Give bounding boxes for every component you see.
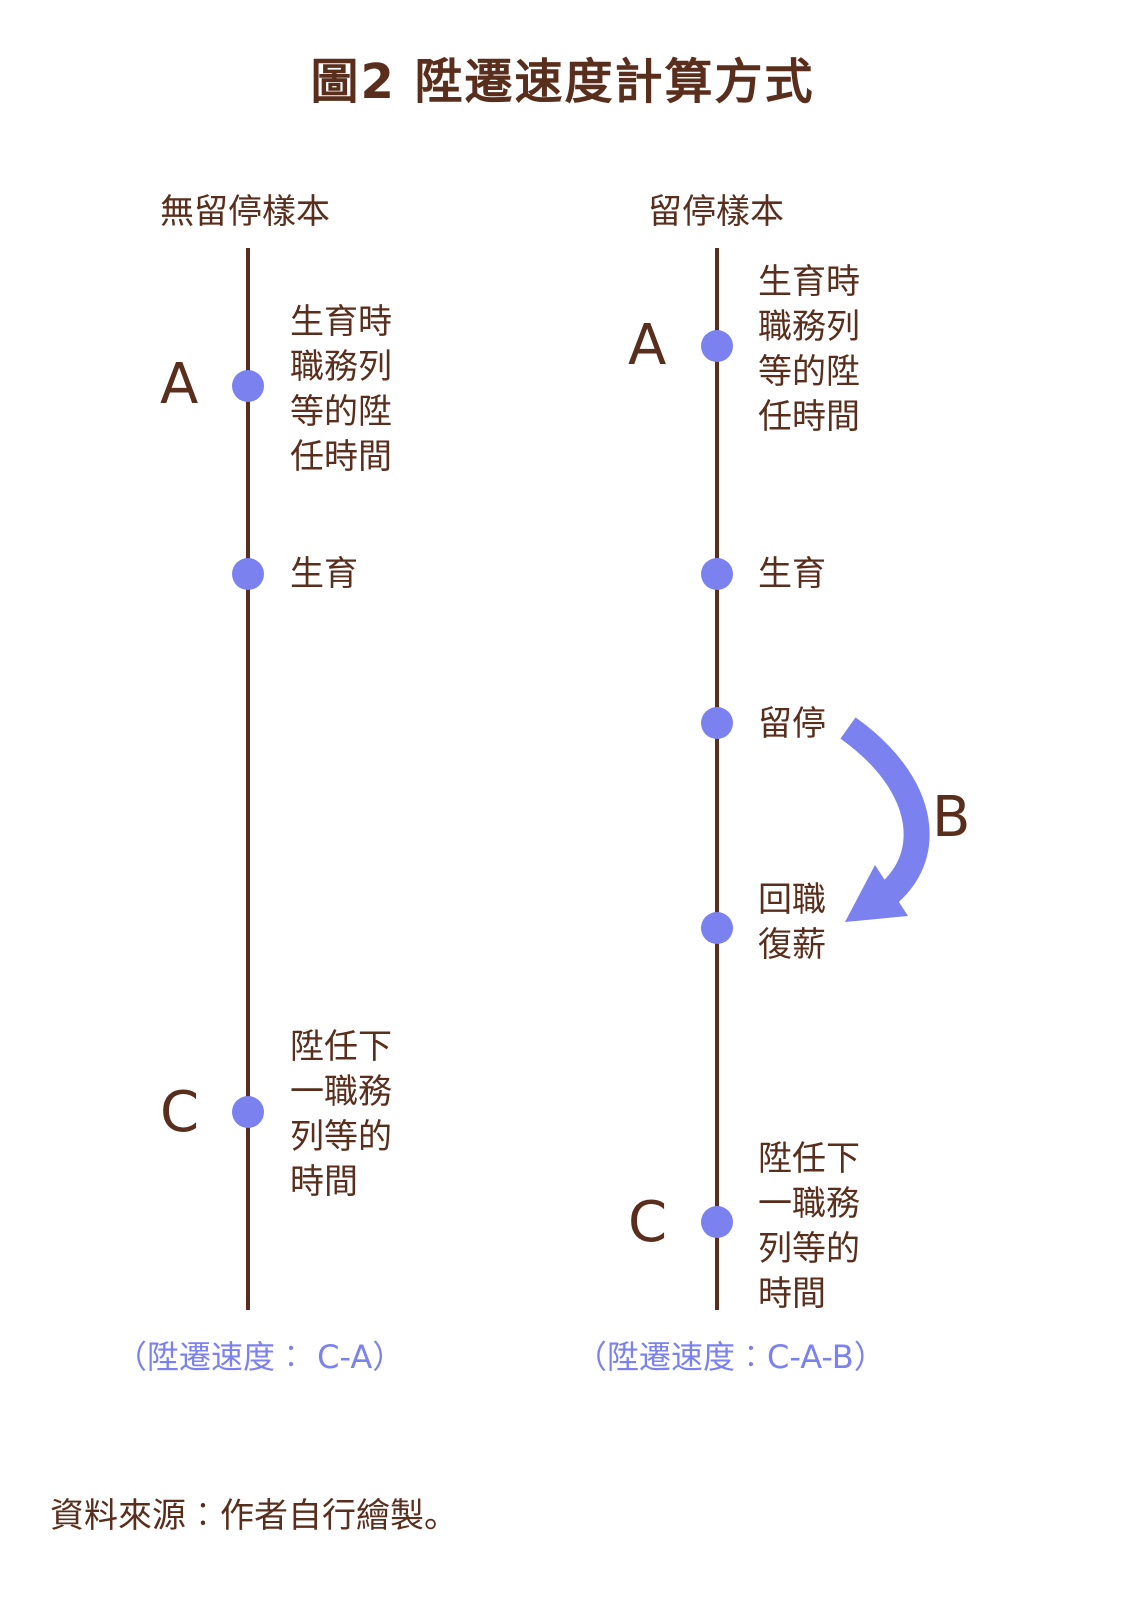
left-label-c: 陞任下 一職務 列等的 時間 <box>290 1027 392 1202</box>
right-formula: （陞遷速度︰C-A-B） <box>575 1338 886 1376</box>
source-note: 資料來源︰作者自行繪製。 <box>50 1496 458 1536</box>
left-dot-birth <box>232 558 264 590</box>
right-dot-a <box>701 330 733 362</box>
left-heading: 無留停樣本 <box>160 192 330 232</box>
right-letter-a: A <box>628 313 667 378</box>
right-heading: 留停樣本 <box>648 192 784 232</box>
right-dot-return <box>701 912 733 944</box>
left-label-birth: 生育 <box>290 554 358 594</box>
left-letter-c: C <box>160 1080 200 1145</box>
right-dot-c <box>701 1206 733 1238</box>
right-letter-c: C <box>628 1190 668 1255</box>
right-label-c: 陞任下 一職務 列等的 時間 <box>758 1139 860 1314</box>
left-letter-a: A <box>160 352 199 417</box>
left-dot-c <box>232 1096 264 1128</box>
right-label-return: 回職 復薪 <box>758 880 826 965</box>
left-label-a: 生育時 職務列 等的陞 任時間 <box>290 302 392 477</box>
right-label-a: 生育時 職務列 等的陞 任時間 <box>758 262 860 437</box>
left-timeline <box>246 248 250 1310</box>
right-dot-leave <box>701 707 733 739</box>
left-formula: （陞遷速度︰ C-A） <box>115 1338 405 1376</box>
right-timeline <box>715 248 719 1310</box>
left-dot-a <box>232 370 264 402</box>
right-label-birth: 生育 <box>758 554 826 594</box>
right-dot-birth <box>701 558 733 590</box>
right-letter-b: B <box>932 785 971 850</box>
right-label-leave: 留停 <box>758 704 826 744</box>
page-title: 圖2 陞遷速度計算方式 <box>310 54 815 110</box>
